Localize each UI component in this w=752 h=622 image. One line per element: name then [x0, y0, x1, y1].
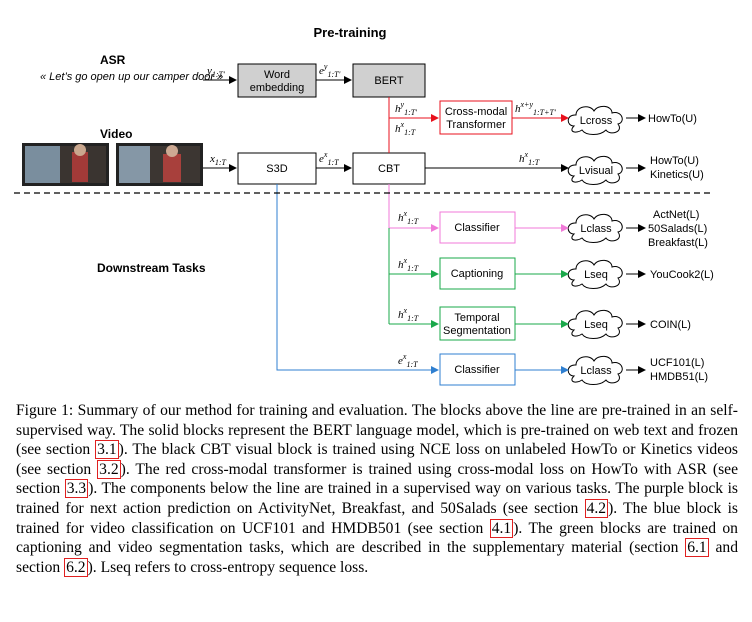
cross-modal-label-1: Cross-modal — [445, 106, 507, 118]
blue-line-s3d-to-classifier — [276, 184, 439, 374]
word-embedding-label-1: Word — [264, 69, 290, 81]
section-ref-4-2[interactable]: 4.2 — [584, 498, 609, 518]
lseq-segmentation-label: Lseq — [584, 319, 608, 331]
downstream-label: Downstream Tasks — [97, 261, 206, 275]
dataset-captioning: YouCook2(L) — [650, 269, 714, 281]
classifier-purple-label: Classifier — [454, 222, 500, 234]
s3d-label: S3D — [266, 163, 287, 175]
lcross-cloud: Lcross — [567, 105, 623, 135]
lclass-blue-cloud: Lclass — [567, 355, 623, 385]
section-ref-3-3[interactable]: 3.3 — [64, 479, 89, 499]
lseq-segmentation-cloud: Lseq — [567, 309, 623, 339]
temporal-label-1: Temporal — [454, 312, 499, 324]
video-frame-1 — [22, 143, 109, 186]
lvisual-label: Lvisual — [579, 165, 613, 177]
method-diagram: Pre-training ASR « Let’s go open up our … — [14, 25, 714, 386]
section-ref-3-2[interactable]: 3.2 — [97, 459, 121, 479]
captioning-label: Captioning — [451, 268, 504, 280]
bert-label: BERT — [374, 75, 403, 87]
var-ex-blue: ex1:T — [398, 352, 418, 369]
dataset-cross: HowTo(U) — [648, 113, 697, 125]
section-ref-6-2[interactable]: 6.2 — [64, 557, 88, 577]
var-hx-1T-top: hx1:T — [395, 120, 416, 137]
classifier-blue-label: Classifier — [454, 364, 500, 376]
var-hx-cbt-out: hx1:T — [519, 150, 540, 167]
var-y-1T-prime: y1:T′ — [206, 65, 225, 79]
lseq-captioning-cloud: Lseq — [567, 259, 623, 289]
dataset-blue-1: UCF101(L) — [650, 357, 704, 369]
section-ref-6-1[interactable]: 6.1 — [685, 538, 709, 558]
dataset-visual-1: HowTo(U) — [650, 155, 699, 167]
figure-caption: Figure 1: Summary of our method for trai… — [16, 402, 739, 577]
var-hx-captioning: hx1:T — [398, 256, 419, 273]
var-hx-classifier: hx1:T — [398, 209, 419, 226]
cross-modal-label-2: Transformer — [446, 119, 506, 131]
video-frame-2 — [116, 143, 203, 186]
captioning-block — [439, 257, 516, 290]
lseq-captioning-label: Lseq — [584, 269, 608, 281]
cbt-label: CBT — [378, 163, 400, 175]
var-hy-1T-prime: hy1:T′ — [395, 100, 417, 117]
classifier-blue-block — [439, 353, 516, 386]
bert-block — [352, 63, 426, 98]
diagram-title: Pre-training — [314, 25, 387, 40]
lcross-label: Lcross — [580, 115, 613, 127]
lclass-purple-label: Lclass — [580, 223, 612, 235]
dataset-class-3: Breakfast(L) — [648, 237, 708, 249]
section-ref-3-1[interactable]: 3.1 — [95, 440, 119, 460]
lclass-purple-cloud: Lclass — [567, 213, 623, 243]
var-hx-segmentation: hx1:T — [398, 306, 419, 323]
var-ex-1T: ex1:T — [319, 150, 339, 167]
asr-label: ASR — [100, 53, 126, 67]
dataset-blue-2: HMDB51(L) — [650, 371, 708, 383]
var-ey-1T-prime: ey1:T′ — [319, 62, 341, 79]
var-x-1T: x1:T — [209, 153, 227, 167]
temporal-label-2: Segmentation — [443, 325, 511, 337]
var-hxy: hx+y1:T+T′ — [515, 100, 556, 117]
dataset-segmentation: COIN(L) — [650, 319, 691, 331]
lclass-blue-label: Lclass — [580, 365, 612, 377]
video-label: Video — [100, 127, 132, 141]
word-embedding-block — [237, 63, 317, 98]
word-embedding-label-2: embedding — [250, 82, 304, 94]
dataset-visual-2: Kinetics(U) — [650, 169, 704, 181]
lvisual-cloud: Lvisual — [567, 155, 623, 185]
section-ref-4-1[interactable]: 4.1 — [489, 518, 514, 538]
asr-text: « Let’s go open up our camper door » — [40, 71, 223, 83]
dataset-class-1: ActNet(L) — [653, 209, 699, 221]
cross-modal-transformer-block — [439, 100, 513, 135]
classifier-purple-block — [439, 211, 516, 244]
dataset-class-2: 50Salads(L) — [648, 223, 707, 235]
